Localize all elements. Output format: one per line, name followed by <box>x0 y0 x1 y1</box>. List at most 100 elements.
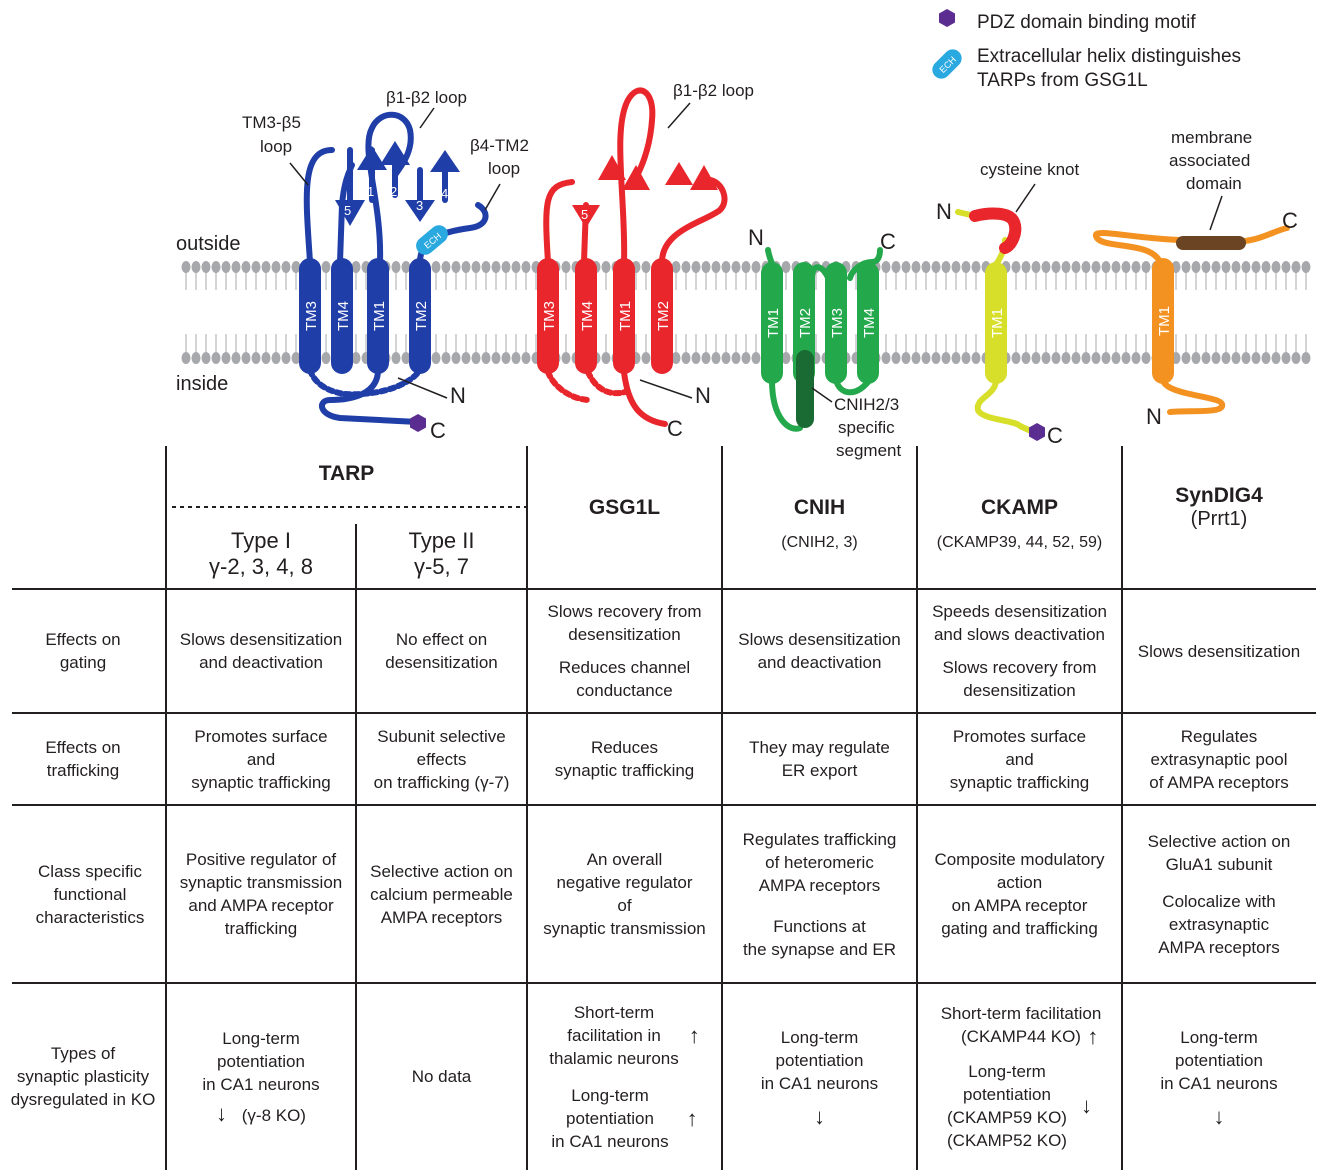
text-line: synaptic trafficking <box>554 761 695 780</box>
lipid-head <box>1131 261 1141 273</box>
syndig4-protein <box>1093 225 1290 415</box>
helix-label: TM1 <box>1156 306 1173 336</box>
syndig4-mad-label-2: associated <box>1169 151 1250 170</box>
helix-label: TM1 <box>617 301 634 331</box>
lipid-head <box>491 261 501 273</box>
header-type2-title: Type II <box>408 528 475 553</box>
lipid-head <box>1271 261 1281 273</box>
lipid-head <box>701 261 711 273</box>
text-line: Slows recovery from <box>942 658 1097 677</box>
lipid-head <box>781 261 791 273</box>
lipid-head <box>521 261 531 273</box>
lipid-head <box>501 352 511 364</box>
lipid-head <box>1011 261 1021 273</box>
lipid-head <box>891 261 901 273</box>
text-line: Slows desensitization <box>1137 641 1301 661</box>
header-type1: Type I γ-2, 3, 4, 8 <box>166 528 356 580</box>
helix-label: TM2 <box>413 301 430 331</box>
lipid-head <box>1101 261 1111 273</box>
lipid-head <box>201 261 211 273</box>
gsg1l-strand-1: 1 <box>607 188 614 203</box>
text-line: in CA1 neurons <box>202 1074 320 1094</box>
lipid-head <box>451 261 461 273</box>
lipid-head <box>921 352 931 364</box>
text-line: and <box>1005 749 1034 769</box>
lipid-head <box>1121 352 1131 364</box>
gsg1l-n-pointer <box>639 379 693 399</box>
lipid-head <box>431 352 441 364</box>
text-line: the synapse and ER <box>742 939 897 959</box>
tarp-strand-numbers: 5 1 2 3 4 <box>344 184 448 218</box>
lipid-head <box>1241 352 1251 364</box>
increase-arrow-icon: ↑ <box>686 1105 698 1131</box>
legend-pdz-text: PDZ domain binding motif <box>977 12 1196 33</box>
text-line: gating <box>59 653 107 672</box>
helix-label: TM1 <box>989 308 1006 338</box>
lipid-head <box>431 261 441 273</box>
text-line: dysregulated in KO <box>10 1090 156 1109</box>
gsg1l-strand-4: 4 <box>707 197 714 212</box>
lipid-head <box>1021 261 1031 273</box>
text-line: desensitization <box>385 653 498 672</box>
pdz-legend-icon <box>939 9 955 27</box>
transmembrane-helix <box>575 258 597 374</box>
text-line: Slows recovery from <box>547 602 702 621</box>
text-line: desensitization <box>568 625 681 644</box>
gating-gsg1l-a: Slows recovery from desensitization <box>548 600 702 646</box>
plasticity-type1-effect: ↓ (γ-8 KO) <box>216 1102 306 1127</box>
helix-label: TM1 <box>765 308 782 338</box>
text-line: thalamic neurons <box>549 1048 679 1068</box>
lipid-head <box>1141 261 1151 273</box>
text-line: No effect on <box>395 630 488 649</box>
lipid-head <box>971 261 981 273</box>
text-line: potentiation <box>1175 1050 1263 1070</box>
text-line: Colocalize with <box>1162 891 1276 911</box>
text-line: and AMPA receptor <box>188 896 334 915</box>
lipid-head <box>501 261 511 273</box>
syndig4-c-terminus: C <box>1282 208 1298 233</box>
gsg1l-strand-5: 5 <box>581 207 588 222</box>
lipid-head <box>901 261 911 273</box>
helix-label: TM2 <box>655 301 672 331</box>
lipid-head <box>1111 261 1121 273</box>
lipid-head <box>321 261 331 273</box>
lipid-head <box>351 352 361 364</box>
lipid-head <box>231 261 241 273</box>
header-cnih: CNIH (CNIH2, 3) <box>722 496 917 552</box>
lipid-head <box>521 352 531 364</box>
transmembrane-helix <box>1152 258 1174 384</box>
cnih-specific-segment <box>796 350 814 428</box>
transmembrane-helix <box>331 258 353 374</box>
lipid-head <box>251 352 261 364</box>
lipid-head <box>951 352 961 364</box>
lipid-head <box>271 261 281 273</box>
text-line: Slows desensitization <box>179 630 343 649</box>
syndig4-membrane-associated-domain <box>1176 236 1246 250</box>
text-line: Promotes surface <box>194 726 328 746</box>
lipid-head <box>1041 352 1051 364</box>
lipid-head <box>721 261 731 273</box>
transmembrane-helix <box>857 262 879 384</box>
lipid-head <box>281 261 291 273</box>
text-line: Class specific <box>38 861 142 881</box>
lipid-head <box>911 352 921 364</box>
inside-label: inside <box>176 373 228 395</box>
text-line: trafficking <box>46 761 120 780</box>
syndig4-mad-label-3: domain <box>1186 174 1242 193</box>
cnih-segment-label-1: CNIH2/3 <box>834 395 899 414</box>
text-line: Long-term <box>968 1061 1046 1081</box>
plasticity-ckamp-a: Short-term facilitation(CKAMP44 KO) <box>941 1002 1102 1048</box>
